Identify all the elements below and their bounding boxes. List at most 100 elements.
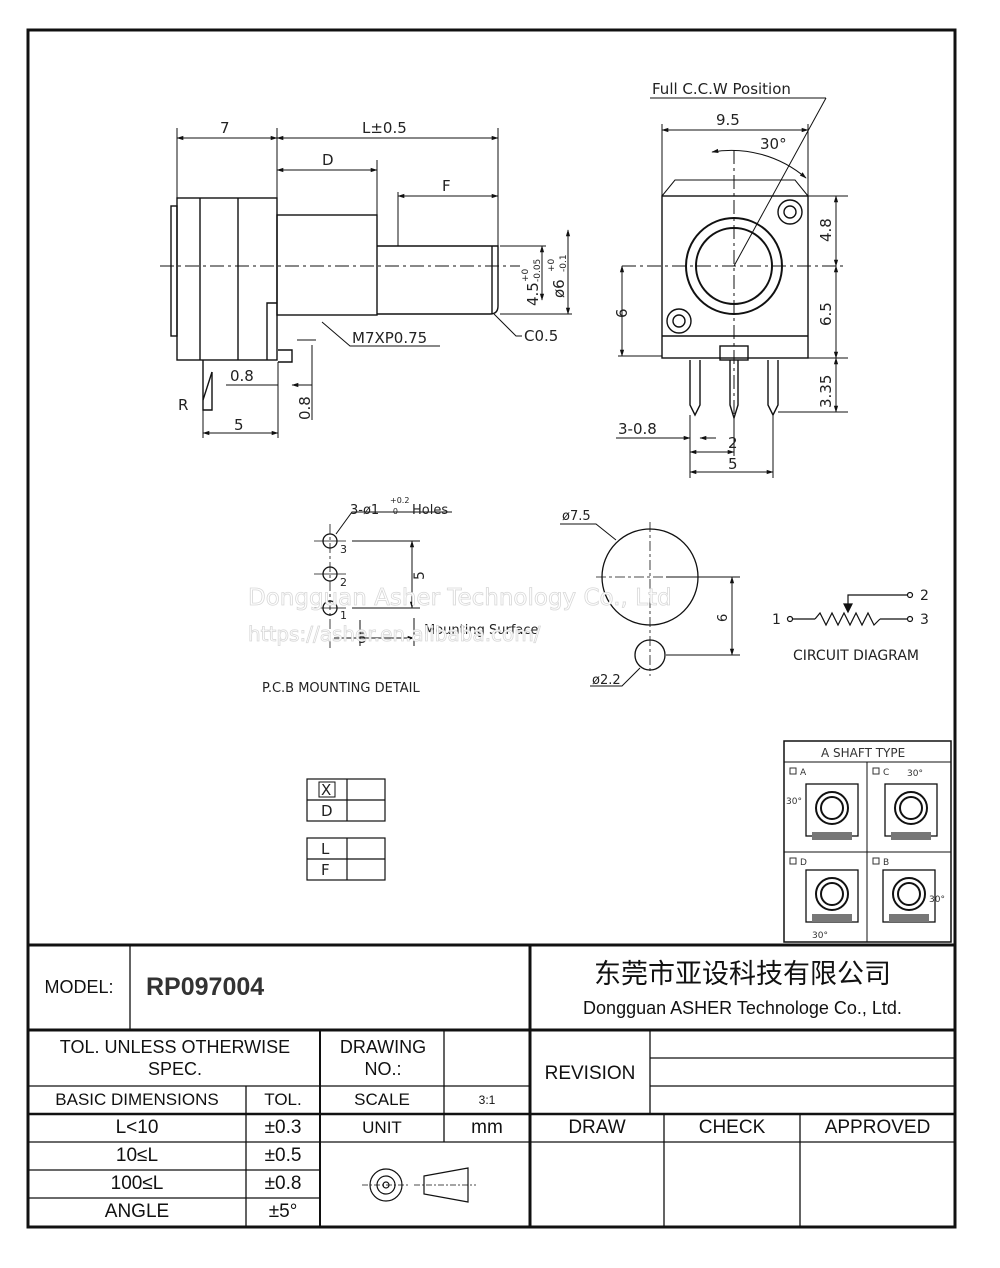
pcb-dim-5: 5 [412,571,428,580]
shaft-cell-a: A 30° [786,767,859,840]
svg-text:A: A [800,768,807,778]
svg-text:30°: 30° [929,895,945,905]
svg-text:B: B [883,858,889,868]
watermark: Dongguan Asher Technology Co., Ltd https… [248,585,672,647]
mounting-surface: Mounting Surface [424,623,539,638]
pcb-pin-1: 1 [340,609,347,622]
svg-text:C: C [883,768,889,778]
dim-d: D [322,151,334,169]
dia-22: ø2.2 [592,673,621,688]
pitch-label: 2 [728,434,738,452]
tol-range-2: 100≤L [110,1173,164,1195]
scale-label: SCALE [354,1090,410,1110]
watermark-company: Dongguan Asher Technology Co., Ltd [248,585,672,611]
shaft-cell-d: D 30° [789,857,859,941]
tol-value-0: ±0.3 [264,1117,302,1139]
pcb-detail-labels: 3-ø1 +0.2 -0 Holes 3 2 1 5 5 Mounting Su… [262,496,539,696]
terminal-pin [202,360,213,411]
pcb-pin-2: 2 [340,576,347,589]
svg-text:-0: -0 [390,507,398,516]
pcb-title: P.C.B MOUNTING DETAIL [262,681,420,696]
svg-text:30°: 30° [907,769,923,779]
draw-label: DRAW [568,1117,626,1139]
svg-text:-0.1: -0.1 [559,254,569,272]
shaft-dia-a: 4.5 [524,282,542,306]
tol-value-3: ±5° [268,1201,298,1223]
svg-text:30°: 30° [786,797,802,807]
approved-label: APPROVED [824,1117,931,1139]
side-view [160,128,572,438]
basic-dimensions: BASIC DIMENSIONS [55,1090,219,1110]
dim-335: 3.35 [817,375,835,408]
circuit-pin-3: 3 [920,612,929,628]
ccw-label: Full C.C.W Position [652,80,791,98]
legend-d: D [321,802,333,820]
model-value: RP097004 [146,972,265,1001]
bushing [276,214,378,316]
company-name-cn: 东莞市亚设科技有限公司 [594,959,891,991]
svg-text:+0: +0 [521,268,531,282]
svg-text:D: D [800,858,807,868]
circuit-labels: 1 2 3 CIRCUIT DIAGRAM [772,588,929,664]
company-name-en: Dongguan ASHER Technologe Co., Ltd. [583,997,902,1018]
circuit-diagram [786,591,914,627]
shaft-type-cells: A 30° C 30° D 30° [786,767,945,941]
holes-label: 3-ø1 [350,503,379,518]
tol-range-0: L<10 [115,1117,159,1139]
svg-text:30°: 30° [812,931,828,941]
dim-08-v: 0.8 [296,396,314,420]
tol-range-1: 10≤L [115,1145,159,1167]
legend-l: L [321,840,330,858]
tol-range-3: ANGLE [104,1201,170,1223]
shaft-type-title: A SHAFT TYPE [821,746,905,760]
watermark-url: https://asher.en.alibaba.com/ [248,622,541,646]
panel-dim-6: 6 [716,614,731,622]
unit-value: mm [471,1117,503,1139]
dia-75: ø7.5 [562,509,591,524]
drawing-no-label: DRAWING NO.: [339,1036,427,1080]
knob-face [170,205,178,337]
pin-span-label: 5 [728,455,738,473]
circuit-pin-1: 1 [772,612,781,628]
projection-symbol-icon [362,1167,476,1203]
front-view-labels: Full C.C.W Position 30° 9.5 4.8 6.5 3.35… [613,80,835,473]
shaft-dia-b: ø6 [550,279,568,298]
width-label: 9.5 [716,111,740,129]
svg-text:Holes: Holes [412,503,448,518]
dim-5: 5 [234,416,244,434]
thread-label: M7XP0.75 [352,329,427,347]
scale-value: 3:1 [478,1092,496,1107]
side-view-labels: 7 L±0.5 D F 4.5 +0 -0.05 ø6 +0 -0.1 M7XP… [178,119,569,434]
tol-header: TOL. UNLESS OTHERWISE SPEC. [59,1036,291,1080]
legend-labels: X D L F [321,781,333,879]
dim-f: F [442,177,451,195]
drawing-no-value [446,1032,528,1084]
check-label: CHECK [698,1117,766,1139]
legend-boxes [306,778,386,881]
shaft-cell-b: B 30° [872,857,945,923]
dim-6: 6 [613,308,631,318]
shaft [377,245,499,315]
r-label: R [178,396,188,414]
title-block-grid [28,943,955,1227]
circuit-title: CIRCUIT DIAGRAM [793,648,919,664]
front-body [661,195,809,359]
dim-48: 4.8 [817,218,835,242]
pins-label: 3-0.8 [618,420,657,438]
panel-cutout [560,522,740,687]
svg-text:-0.05: -0.05 [533,259,543,282]
sheet-border [26,28,957,1229]
tol-header-short: TOL. [264,1090,302,1110]
legend-f: F [321,861,330,879]
shaft-type-box [783,740,952,943]
svg-text:+0.2: +0.2 [390,496,409,505]
chamfer-label: C0.5 [524,327,558,345]
pot-body [176,197,278,361]
unit-label: UNIT [362,1118,402,1138]
shaft-cell-c: C 30° [872,767,938,840]
front-view [616,97,848,478]
dim-7: 7 [220,119,230,137]
pcb-dim-5-h: 5 [358,631,367,647]
tol-value-2: ±0.8 [264,1173,302,1195]
